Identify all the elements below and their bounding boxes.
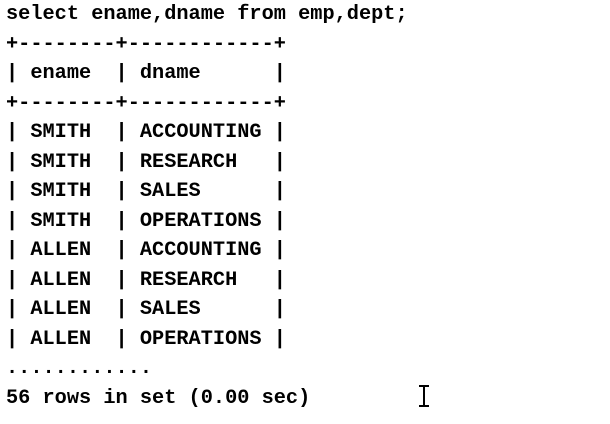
table-row: | SMITH | OPERATIONS | xyxy=(6,209,286,233)
table-row: | ALLEN | OPERATIONS | xyxy=(6,327,286,351)
table-row: | SMITH | SALES | xyxy=(6,180,286,203)
table-border-header: +--------+------------+ xyxy=(6,91,286,115)
table-row: | SMITH | ACCOUNTING | xyxy=(6,121,286,144)
table-border-top: +--------+------------+ xyxy=(6,32,286,56)
truncation-ellipsis: ............ xyxy=(6,357,153,380)
table-row: | SMITH | RESEARCH | xyxy=(6,150,286,174)
table-header-row: | ename | dname | xyxy=(6,62,286,85)
sql-command: select ename,dname from emp,dept; xyxy=(6,3,408,26)
result-summary: 56 rows in set (0.00 sec) xyxy=(6,386,311,410)
terminal-output[interactable]: select ename,dname from emp,dept; +-----… xyxy=(6,0,606,424)
table-row: | ALLEN | RESEARCH | xyxy=(6,268,286,292)
text-cursor-ibeam-icon xyxy=(417,385,431,407)
table-row: | ALLEN | ACCOUNTING | xyxy=(6,239,286,262)
table-row: | ALLEN | SALES | xyxy=(6,298,286,321)
